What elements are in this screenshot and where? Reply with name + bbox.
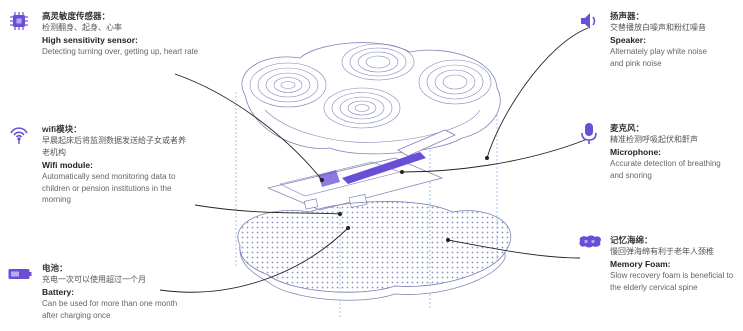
battery-title-zh: 电池：	[42, 262, 202, 274]
wifi-desc-en: Automatically send monitoring data to ch…	[42, 171, 192, 206]
microphone-desc-en: Accurate detection of breathing and snor…	[610, 158, 728, 181]
memory-foam-icon	[578, 234, 600, 256]
sensor-desc-zh: 检测翻身、起身、心率	[42, 22, 206, 34]
battery-title-en: Battery:	[42, 286, 202, 298]
sensor-title-en: High sensitivity sensor:	[42, 34, 206, 46]
speaker-icon	[578, 10, 600, 32]
battery-icon	[8, 267, 30, 289]
wifi-desc-zh: 早晨起床后将监测数据发送给子女或者养老机构	[42, 135, 192, 159]
battery-desc-en: Can be used for more than one month afte…	[42, 298, 182, 321]
memory-foam-layer	[238, 201, 511, 300]
speaker-title-en: Speaker:	[610, 34, 738, 46]
speaker-title-zh: 扬声器：	[610, 10, 738, 22]
speaker-desc-zh: 交替播放白噪声和粉红噪音	[610, 22, 738, 34]
microphone-title-en: Microphone:	[610, 146, 738, 158]
memory-foam-title-zh: 记忆海绵：	[610, 234, 740, 246]
chip-icon	[8, 10, 30, 32]
speaker-leader-line	[487, 28, 588, 158]
memory-foam-title-en: Memory Foam:	[610, 258, 740, 270]
microphone-desc-zh: 精准检测呼吸起伏和鼾声	[610, 134, 738, 146]
sensor-desc-en: Detecting turning over, getting up, hear…	[42, 46, 206, 58]
battery-desc-zh: 充电一次可以使用超过一个月	[42, 274, 202, 286]
speaker-desc-en: Alternately play white noise and pink no…	[610, 46, 720, 69]
sensor-title-zh: 高灵敏度传感器：	[42, 10, 206, 22]
microphone-icon	[578, 122, 600, 144]
memory-foam-desc-en: Slow recovery foam is beneficial to the …	[610, 270, 740, 293]
wifi-title-zh: wifi模块：	[42, 123, 192, 135]
wifi-title-en: Wifi module:	[42, 159, 192, 171]
wifi-icon	[8, 123, 30, 145]
memory-foam-desc-zh: 慢回弹海绵有利于老年人颈椎	[610, 246, 740, 258]
microphone-title-zh: 麦克风：	[610, 122, 738, 134]
